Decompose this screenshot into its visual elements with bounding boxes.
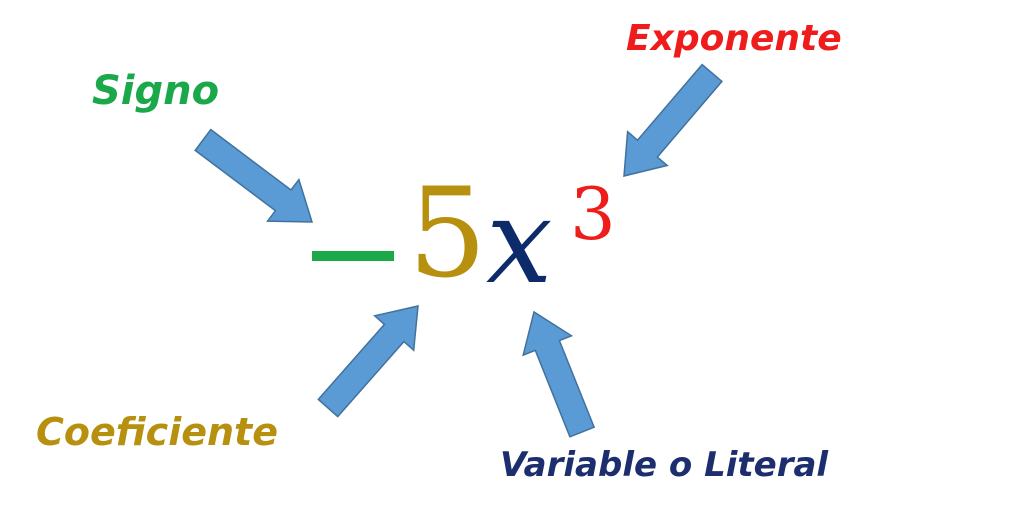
- label-variable: Variable o Literal: [500, 445, 829, 485]
- arrow-exponente: [623, 63, 723, 177]
- exponent: 3: [570, 172, 616, 256]
- label-coeficiente: Coeficiente: [36, 410, 278, 454]
- arrow-coeficiente: [317, 305, 419, 418]
- label-signo: Signo: [92, 68, 220, 114]
- sign-minus: [312, 251, 394, 261]
- coefficient: 5: [408, 162, 487, 306]
- arrow-signo: [194, 128, 314, 223]
- label-exponente: Exponente: [626, 18, 842, 59]
- arrow-variable: [522, 310, 596, 438]
- variable: x: [486, 172, 553, 310]
